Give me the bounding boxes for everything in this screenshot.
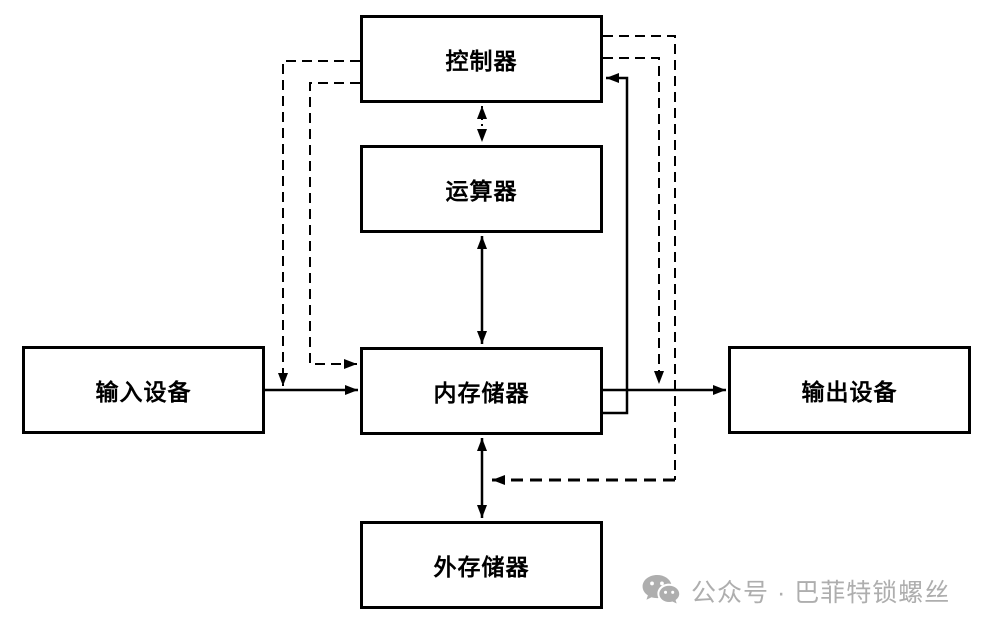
node-output-device: 输出设备 xyxy=(728,346,971,434)
edge-controller-to-input-dashed xyxy=(278,60,360,386)
watermark-text: 公众号 · 巴菲特锁螺丝 xyxy=(691,579,951,607)
node-memory: 内存储器 xyxy=(360,347,603,435)
edge-controller-to-external-dashed-segment xyxy=(603,35,676,480)
node-alu-label: 运算器 xyxy=(445,178,518,204)
node-controller-label: 控制器 xyxy=(445,48,518,74)
wechat-icon xyxy=(642,574,680,604)
edge-controller-to-memory-dashed xyxy=(309,82,360,369)
node-input-device: 输入设备 xyxy=(22,346,265,434)
edge-memory-to-controller xyxy=(603,73,629,415)
node-memory-label: 内存储器 xyxy=(433,380,530,406)
node-output-device-label: 输出设备 xyxy=(801,379,898,405)
edge-controller-to-output-dashed xyxy=(603,57,664,384)
node-external-storage-label: 外存储器 xyxy=(433,554,530,580)
node-input-device-label: 输入设备 xyxy=(95,379,192,405)
node-controller: 控制器 xyxy=(360,15,603,103)
node-external-storage: 外存储器 xyxy=(360,521,603,609)
node-alu: 运算器 xyxy=(360,145,603,233)
watermark: 公众号 · 巴菲特锁螺丝 xyxy=(642,573,950,609)
